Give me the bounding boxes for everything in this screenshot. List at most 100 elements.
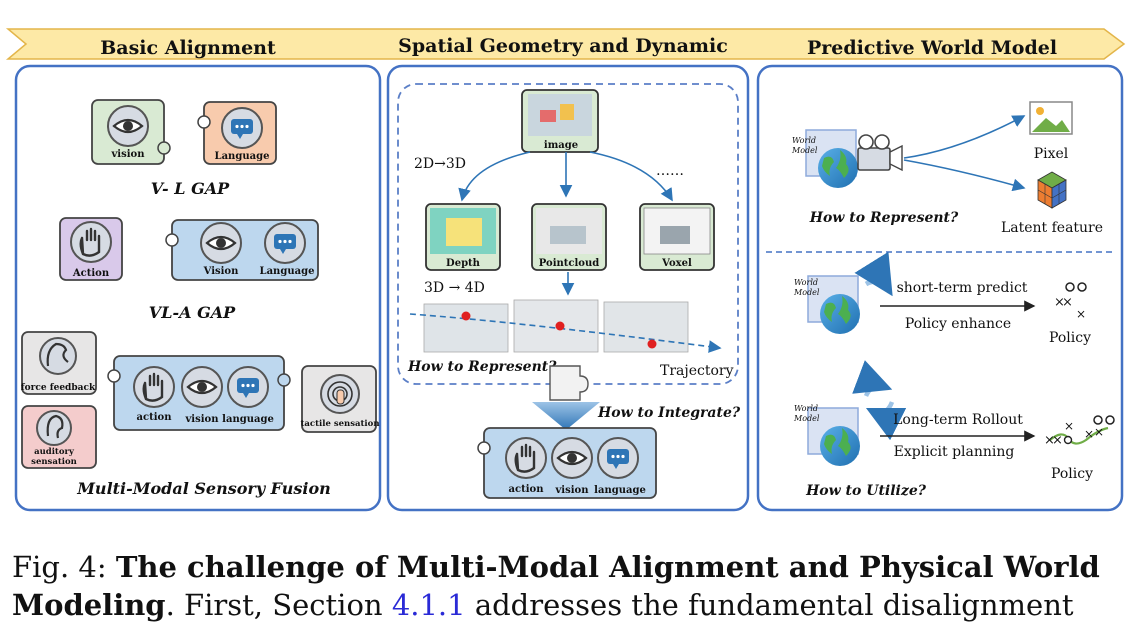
puzzle-slot [197,115,211,129]
vision-label: vision [555,485,590,496]
svg-text:×: × [1076,307,1086,321]
depth-label: Depth [446,258,481,269]
trajectory-point [461,311,471,321]
ellipsis-label: …… [656,163,684,179]
puzzle-piece-icon [549,365,589,401]
svg-text:×: × [1054,295,1065,310]
world-model-text-line1: World [794,278,818,287]
voxel-label: Voxel [661,258,692,269]
language-label: Language [260,266,315,277]
how-to-represent-label: How to Represent? [407,359,557,375]
hand-icon [504,436,548,480]
banner-arrow [5,28,1126,60]
eye-icon [106,104,150,148]
policy-planning-icon: × × × × × [1044,415,1115,448]
caption-prefix: Fig. 4: [12,550,116,584]
finger-glyph [336,389,345,405]
pixel-label: Pixel [1034,146,1069,162]
vl-gap-group: vision Language V- L GAP [91,99,277,198]
eye-icon [199,221,243,265]
voxel-image [643,207,711,255]
arrow-to-depth [458,151,531,202]
integrate-arrow [532,402,600,430]
trajectory-frame-1 [423,303,509,353]
tactile-label: tactile sensation [300,419,379,429]
figure-caption: Fig. 4: The challenge of Multi-Modal Ali… [12,548,1122,624]
puzzle-slot [165,233,179,247]
puzzle-slot [477,441,491,455]
puzzle-tab [277,373,291,387]
arrow-to-voxel [589,151,673,202]
language-label: language [594,485,646,496]
chat-icon [264,222,306,264]
fingerprint-ring [327,381,353,407]
vision-label: Vision [203,266,239,277]
vla-gap-title: VL-A GAP [149,303,236,322]
short-term-label: short-term predict [897,280,1028,296]
svg-text:×: × [1064,419,1074,433]
action-label: action [137,412,173,423]
fusion-title: Multi-Modal Sensory Fusion [76,479,331,498]
world-model-text-line2: Model [791,146,818,155]
action-label: action [509,484,545,495]
vision-label: vision [111,149,146,160]
hand-icon [69,220,113,264]
image-thumbnail-object [560,104,574,120]
section-basic-alignment: Basic Alignment [100,37,276,59]
auditory-label-line1: auditory [34,447,75,457]
svg-text:×: × [1052,433,1063,448]
auditory-label-line2: sensation [31,457,77,467]
pointcloud-label: Pointcloud [539,258,599,269]
hand-icon [132,365,176,409]
chat-icon [597,437,639,479]
world-model-text-line1: World [792,136,816,145]
language-label: Language [215,151,270,162]
fusion-group: force feedback auditory sensation action… [21,331,380,498]
how-to-integrate-label: How to Integrate? [597,405,741,421]
caption-section-link[interactable]: 4.1.1 [391,588,466,622]
vl-gap-title: V- L GAP [151,179,230,198]
caption-title: The challenge of Multi-Modal Alignment a… [12,550,1100,622]
caption-mid: . First, Section [165,588,392,622]
section-predictive-world-model: Predictive World Model [807,37,1057,59]
predict-arrow-icon [854,251,893,297]
action-label: Action [72,268,110,279]
image-thumbnail-object [540,110,556,122]
world-model-text-line2: Model [793,288,820,297]
section-spatial-geometry: Spatial Geometry and Dynamic [398,35,728,57]
explicit-planning-label: Explicit planning [894,444,1015,460]
lift-2d-3d-label: 2D→3D [414,156,466,172]
image-icon [1029,101,1073,135]
policy-strategy-icon: × × × [1054,282,1087,321]
svg-text:×: × [1062,295,1073,310]
svg-text:×: × [1094,425,1104,439]
caption-rest: addresses the fundamental disalignment [465,588,1074,622]
svg-text:×: × [1044,433,1055,448]
how-to-represent-label: How to Represent? [809,210,959,226]
policy-enhance-label: Policy enhance [905,316,1011,332]
language-label: language [222,414,274,425]
force-feedback-label: force feedback [21,383,96,393]
eye-icon [550,436,594,480]
trajectory-frame-3 [603,301,689,353]
long-term-label: Long-term Rollout [893,412,1023,428]
arrow-to-pixel [903,115,1026,159]
trajectory-point [647,339,657,349]
panel-basic-alignment [14,64,382,512]
cycle-arrows-icon [852,360,907,441]
how-to-utilize-label: How to Utilize? [805,483,927,499]
trajectory-point [555,321,565,331]
policy-label: Policy [1051,466,1093,482]
depth-map-region [446,218,482,246]
puzzle-tab [157,141,171,155]
ear-icon-glyph [46,414,64,439]
trajectory-arrow [409,313,722,353]
world-model-text-line1: World [794,404,818,413]
voxel-region [660,226,690,244]
chat-icon [227,366,269,408]
svg-text:×: × [1084,427,1094,441]
projector-icon [857,134,903,172]
trajectory-label: Trajectory [660,363,734,379]
arm-icon-glyph [46,342,69,367]
